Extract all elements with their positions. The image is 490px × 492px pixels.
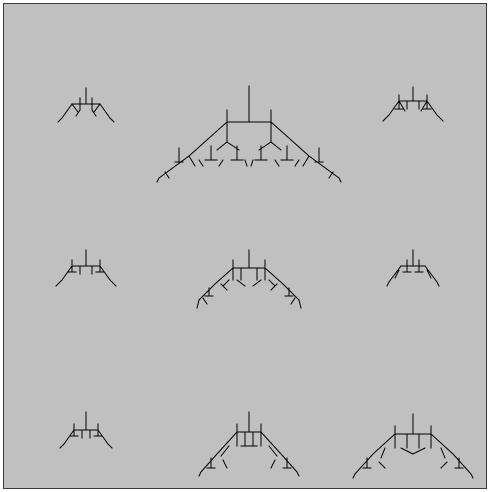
fractal-r3c1 [60, 412, 112, 448]
fractal-r2c2 [197, 250, 301, 308]
fractal-r2c1 [56, 250, 116, 286]
fractal-r3c3 [353, 414, 473, 478]
fractal-r1c3 [383, 87, 443, 121]
fractal-r3c2 [199, 412, 299, 476]
fractal-r1c1 [58, 88, 114, 122]
fractal-r1c2 [157, 86, 341, 182]
fractal-r2c3 [387, 250, 439, 286]
